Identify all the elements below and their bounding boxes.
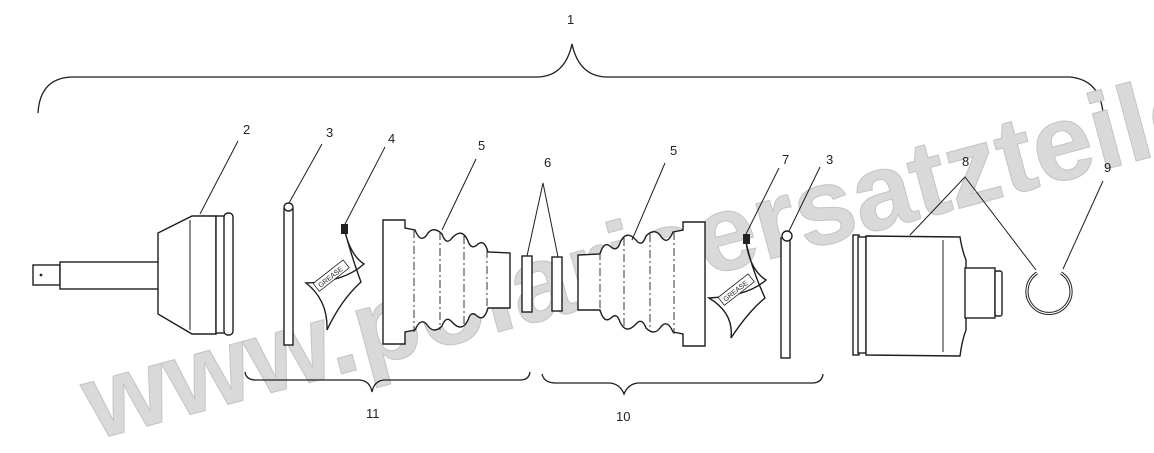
leader-5a: [441, 158, 477, 231]
callout-4: 4: [388, 131, 395, 146]
callout-11: 11: [366, 406, 380, 421]
boot-left: [382, 219, 511, 345]
leader-2: [199, 140, 239, 215]
assembly-bracket-1: [37, 43, 1104, 114]
leader-5b: [631, 162, 666, 241]
leader-4: [344, 146, 386, 225]
callout-10: 10: [616, 409, 630, 424]
leader-7: [745, 167, 780, 235]
callout-2: 2: [243, 122, 250, 137]
callout-7: 7: [782, 152, 789, 167]
leader-6: [526, 182, 559, 258]
boot-kit-bracket-10: [541, 373, 824, 396]
callout-1: 1: [567, 12, 574, 27]
callout-6: 6: [544, 155, 551, 170]
boot-clamp-left: [283, 202, 294, 346]
callout-5b: 5: [670, 143, 677, 158]
cv-joint-outer-with-shaft: [32, 212, 234, 336]
callout-5a: 5: [478, 138, 485, 153]
grease-packet-right: GREASE: [706, 234, 768, 339]
leader-8: [909, 176, 1037, 271]
callout-8: 8: [962, 154, 969, 169]
snap-ring: [1025, 271, 1073, 315]
callout-9: 9: [1104, 160, 1111, 175]
boot-kit-bracket-11: [244, 371, 531, 393]
callout-3b: 3: [826, 152, 833, 167]
boot-clamp-right: [780, 230, 793, 359]
leader-3b: [788, 166, 821, 232]
leader-9: [1062, 180, 1104, 270]
cv-joint-inner: [852, 234, 1003, 357]
boot-right: [577, 221, 706, 347]
callout-3a: 3: [326, 125, 333, 140]
leader-3a: [288, 143, 323, 204]
